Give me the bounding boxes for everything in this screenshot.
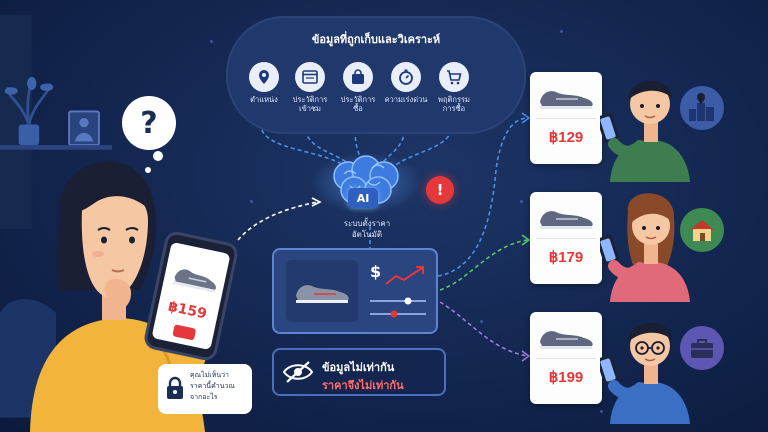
price-card-1: ฿129: [530, 72, 602, 164]
price-value: ฿199: [548, 369, 584, 386]
message-line-2: ราคาจึงไม่เท่ากัน: [322, 379, 404, 392]
shopping-bag-icon: [343, 62, 373, 92]
ai-badge: AI: [348, 188, 378, 208]
city-location-icon: [689, 93, 714, 121]
category-label: ความเร่งด่วน: [384, 95, 428, 104]
dashboard-chart: $: [366, 260, 430, 320]
thought-dots: [145, 151, 163, 173]
sneaker-icon: [296, 285, 349, 303]
category-urgency: ความเร่งด่วน: [378, 62, 434, 104]
phone-screen: ฿159: [151, 241, 231, 351]
eye-off-icon: [282, 361, 314, 383]
category-label: ประวัติการ เข้าชม: [292, 95, 328, 113]
customer-man-glasses: [600, 322, 690, 424]
ai-caption: ระบบตั้งราคา อัตโนมัติ: [343, 219, 391, 239]
price-card-2: ฿179: [530, 192, 602, 284]
hidden-pricing-note: คุณไม่เห็นว่า ราคานี้คำนวณ จากอะไร: [158, 364, 252, 414]
message-line-1: ข้อมูลไม่เท่ากัน: [322, 361, 395, 374]
location-pin-icon: [249, 62, 279, 92]
browser-history-icon: [295, 62, 325, 92]
price-value: ฿179: [548, 249, 584, 266]
price-sliders[interactable]: [368, 294, 428, 320]
trend-up-icon: [385, 266, 424, 285]
stopwatch-icon: [391, 62, 421, 92]
briefcase-icon: [691, 339, 713, 358]
phone-price: ฿159: [166, 298, 209, 323]
lock-icon: [167, 376, 183, 399]
room-background: [0, 14, 112, 418]
badge-home: [680, 208, 724, 252]
note-text: คุณไม่เห็นว่า ราคานี้คำนวณ จากอะไร: [190, 371, 235, 401]
sneaker-icon: [540, 211, 593, 229]
badge-city: [680, 86, 724, 130]
category-purchases: ประวัติการ ซื้อ: [330, 62, 386, 113]
customer-woman-pink: [600, 193, 690, 302]
question-bubble: ?: [122, 96, 176, 150]
category-label: พฤติกรรม การซื้อ: [438, 95, 470, 113]
cart-button[interactable]: [172, 324, 197, 341]
sneaker-icon: [540, 331, 593, 349]
customer-man-green: [600, 80, 690, 182]
category-label: ประวัติการ ซื้อ: [340, 95, 376, 113]
question-mark: ?: [140, 105, 158, 141]
category-label: ตำแหน่ง: [250, 95, 278, 104]
price-value: ฿129: [548, 129, 584, 146]
sneaker-icon: [540, 91, 593, 109]
shopping-cart-icon: [439, 62, 469, 92]
dashboard-product: [286, 260, 358, 322]
alert-icon: !: [426, 176, 454, 204]
panel-title: ข้อมูลที่ถูกเก็บและวิเคราะห์: [311, 33, 441, 46]
category-behavior: พฤติกรรม การซื้อ: [426, 62, 482, 113]
badge-work: [680, 326, 724, 370]
sneaker-icon: [173, 269, 216, 293]
category-location: ตำแหน่ง: [236, 62, 292, 104]
category-browsing: ประวัติการ เข้าชม: [282, 62, 338, 113]
user-phone[interactable]: ฿159: [142, 229, 240, 363]
currency-symbol: $: [370, 262, 382, 281]
price-card-3: ฿199: [530, 312, 602, 404]
house-icon: [690, 220, 714, 241]
